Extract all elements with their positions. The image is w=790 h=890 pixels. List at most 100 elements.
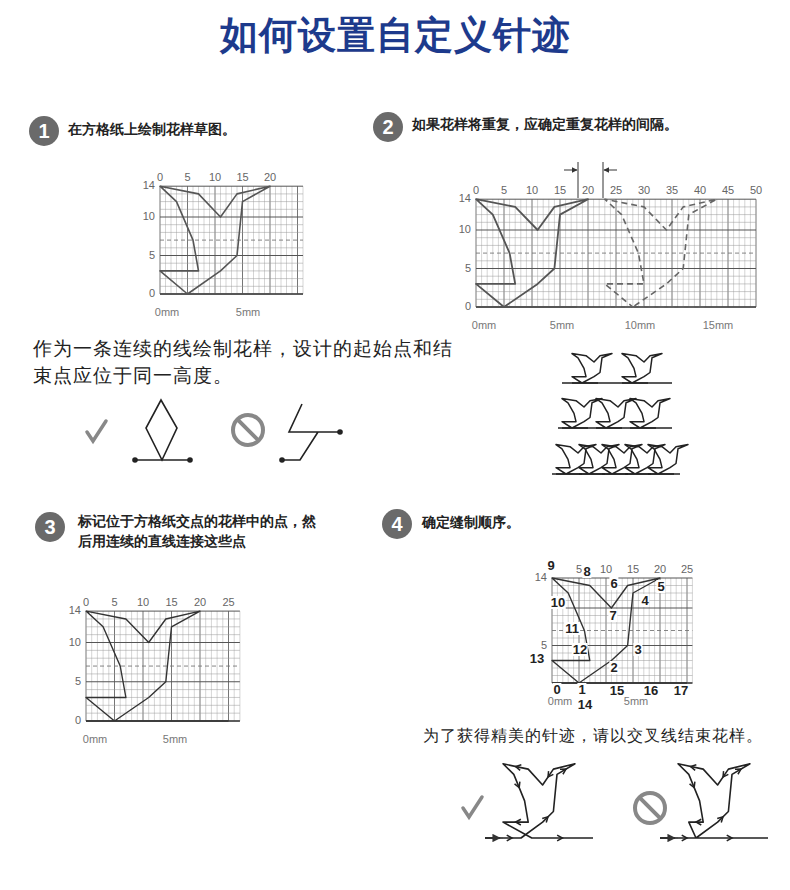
grid-line (476, 268, 756, 269)
axis-label: 14 (459, 192, 471, 205)
axis-label: 10 (600, 563, 612, 576)
grid-line (220, 186, 221, 294)
repeat-example (622, 354, 662, 383)
axis-label: 20 (194, 596, 206, 609)
grid-line (187, 186, 188, 294)
grid-line (270, 186, 271, 294)
grid-line (476, 214, 756, 215)
grid-line (676, 578, 677, 683)
grid-line (154, 611, 155, 721)
example-pattern (678, 764, 768, 838)
direction-arrow (548, 771, 553, 777)
grid-line (627, 578, 628, 683)
grid-line (552, 608, 692, 609)
direction-arrow (682, 835, 687, 841)
direction-arrow (516, 819, 521, 825)
example-pattern (503, 764, 593, 838)
axis-label: 5 (111, 596, 117, 609)
callout-number: 16 (643, 684, 659, 697)
note-text: 为了获得精美的针迹，请以交叉线结束花样。 (423, 726, 763, 745)
axis-label: 5mm (236, 306, 260, 319)
axis-label: 5mm (550, 319, 574, 332)
axis-label: 5 (541, 639, 547, 652)
grid-line (621, 199, 622, 307)
axis-label: 25 (222, 596, 234, 609)
step-number-text: 3 (44, 516, 55, 539)
grid-line (160, 278, 303, 279)
check-mark (87, 421, 106, 441)
axis-label: 0 (473, 184, 479, 197)
axis-label: 0mm (155, 306, 179, 319)
grid-line (476, 260, 756, 261)
center-line (476, 253, 756, 254)
step-number-text: 4 (391, 513, 402, 536)
grid-line (264, 186, 265, 294)
grid-line (476, 245, 756, 246)
axis-label: 40 (694, 184, 706, 197)
center-line (160, 240, 303, 241)
grid-line (86, 618, 240, 619)
grid-line (188, 611, 189, 721)
callout-number: 5 (656, 580, 665, 593)
axis-label: 10 (209, 171, 221, 184)
axis-label: 5 (75, 675, 81, 688)
axis-label: 5mm (163, 733, 187, 746)
grid-line (160, 209, 303, 210)
prohibit-sign (233, 415, 263, 445)
repeat-example (579, 445, 619, 474)
grid-line (160, 286, 303, 287)
axis-label: 0 (83, 596, 89, 609)
graph-paper (476, 199, 756, 307)
step-number: 1 (29, 116, 59, 146)
grid-line (481, 199, 482, 307)
grid-line (86, 689, 240, 690)
step-text: 确定缝制顺序。 (422, 514, 520, 531)
callout-number: 6 (609, 577, 618, 590)
step-number: 3 (35, 512, 65, 542)
pattern-sketch (476, 199, 588, 307)
repeat-example (648, 445, 688, 474)
direction-arrow (723, 771, 728, 777)
grid-line (654, 578, 655, 683)
axis-label: 45 (722, 184, 734, 197)
repeat-example (602, 445, 642, 474)
axis-label: 35 (666, 184, 678, 197)
prohibit-sign (639, 797, 660, 818)
repeat-example (596, 399, 636, 428)
graph-paper (552, 578, 692, 683)
callout-number: 0 (552, 683, 561, 696)
direction-arrow (557, 835, 562, 841)
repeat-example (572, 354, 612, 383)
axis-label: 50 (750, 184, 762, 197)
grid-line (91, 611, 92, 721)
axis-label: 20 (582, 184, 594, 197)
step-text: 如果花样将重复，应确定重复花样的间隔。 (412, 116, 678, 133)
grid-line (297, 186, 298, 294)
grid-line (476, 237, 756, 238)
grid-line (552, 600, 692, 601)
grid-line (97, 611, 98, 721)
interval-arrow (604, 170, 617, 171)
repeat-example (562, 399, 602, 428)
grid-line (160, 193, 303, 194)
grid-line (733, 199, 734, 307)
grid-line (606, 578, 607, 683)
axis-label: 0 (157, 171, 163, 184)
axis-label: 10 (526, 184, 538, 197)
grid-line (537, 199, 538, 307)
grid-line (476, 299, 756, 300)
direction-arrow (507, 835, 512, 841)
lead-in (485, 837, 503, 839)
grid-line (649, 199, 650, 307)
numbered-pattern (552, 578, 687, 683)
axis-label: 15 (554, 184, 566, 197)
callout-number: 4 (640, 594, 649, 607)
axis-label: 20 (654, 563, 666, 576)
direction-arrow (516, 765, 522, 771)
grid-line (476, 276, 756, 277)
direction-arrow (660, 837, 675, 838)
callout-number: 12 (572, 643, 588, 656)
axis-label: 0 (149, 287, 155, 300)
axis-label: 10 (459, 223, 471, 236)
axis-label: 25 (610, 184, 622, 197)
